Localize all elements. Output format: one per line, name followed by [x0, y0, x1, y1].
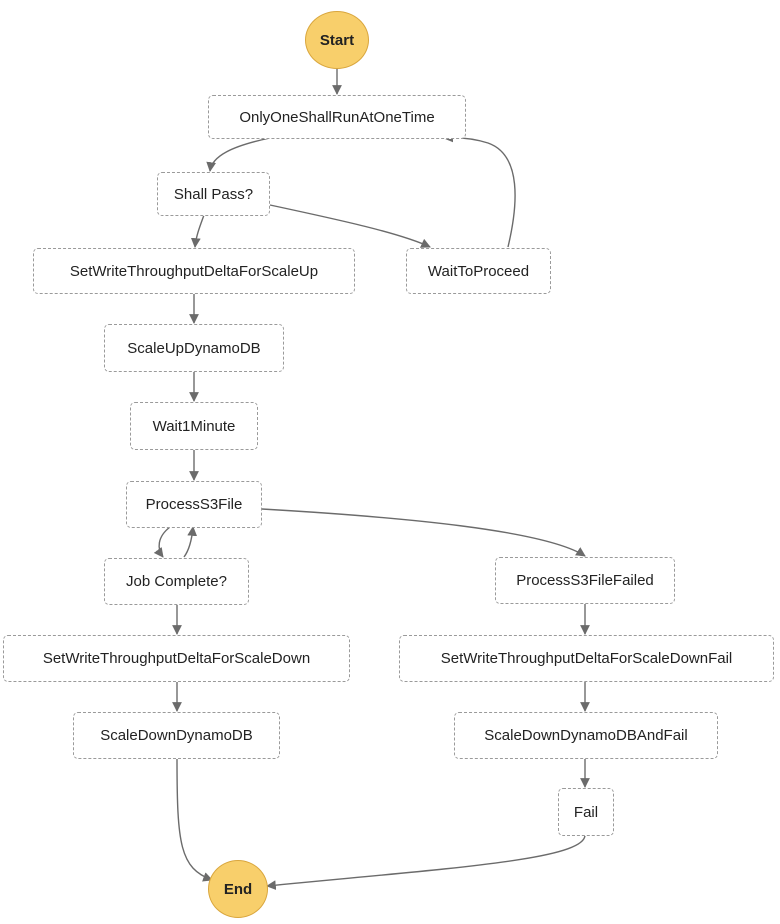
choice-shall-pass[interactable]: Shall Pass? — [157, 172, 270, 216]
edge-processs3-to-jobcomplete — [153, 526, 171, 558]
state-scale-down-dynamodb[interactable]: ScaleDownDynamoDB — [73, 712, 280, 759]
state-process-s3-file-failed[interactable]: ProcessS3FileFailed — [495, 557, 675, 604]
start-state[interactable]: Start — [305, 11, 369, 69]
state-wait-to-proceed[interactable]: WaitToProceed — [406, 248, 551, 294]
edge-jobcomplete-to-processs3 — [183, 526, 198, 558]
state-process-s3-file[interactable]: ProcessS3File — [126, 481, 262, 528]
edge-shallpass-to-setdeltaup — [190, 214, 205, 248]
edge-shallpass-to-waittoproceed — [269, 204, 431, 248]
edge-processs3-to-processs3failed — [261, 508, 586, 557]
edge-scaledown-to-end — [176, 757, 213, 882]
state-scale-down-dynamodb-and-fail[interactable]: ScaleDownDynamoDBAndFail — [454, 712, 718, 759]
choice-job-complete[interactable]: Job Complete? — [104, 558, 249, 605]
state-fail[interactable]: Fail — [558, 788, 614, 836]
edge-waittoproceed-to-onlyone — [443, 132, 516, 248]
state-set-delta-scale-down-fail[interactable]: SetWriteThroughputDeltaForScaleDownFail — [399, 635, 774, 682]
edge-onlyone-to-shallpass — [206, 137, 271, 172]
state-set-delta-scale-up[interactable]: SetWriteThroughputDeltaForScaleUp — [33, 248, 355, 294]
state-wait-1-minute[interactable]: Wait1Minute — [130, 402, 258, 450]
state-set-delta-scale-down[interactable]: SetWriteThroughputDeltaForScaleDown — [3, 635, 350, 682]
state-only-one-shall-run[interactable]: OnlyOneShallRunAtOneTime — [208, 95, 466, 139]
edge-fail-to-end — [266, 834, 586, 891]
end-state[interactable]: End — [208, 860, 268, 918]
state-scale-up-dynamodb[interactable]: ScaleUpDynamoDB — [104, 324, 284, 372]
